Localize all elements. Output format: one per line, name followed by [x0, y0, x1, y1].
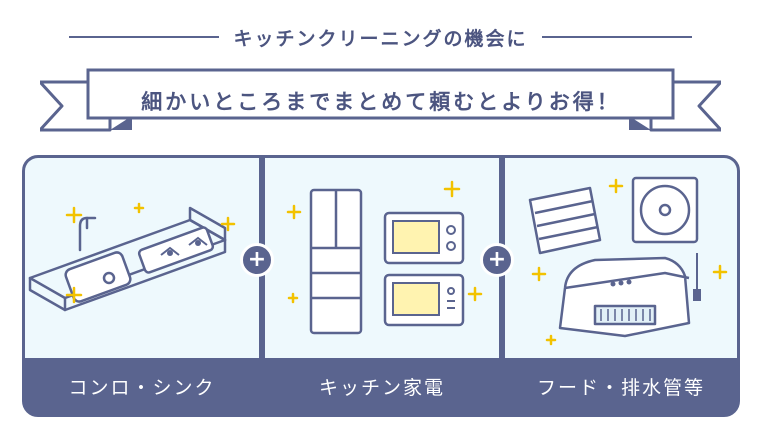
ribbon-banner: 細かいところまでまとめて頼むとよりお得！	[38, 68, 723, 138]
panel-appliances: キッチン家電	[265, 158, 499, 399]
header-title: キッチンクリーニングの機会に	[233, 27, 528, 50]
plus-icon-1: +	[240, 243, 274, 277]
ribbon-text: 細かいところまでまとめて頼むとよりお得！	[141, 90, 621, 114]
range-hood-icon	[528, 176, 728, 346]
header-right-line	[541, 36, 692, 38]
panel-label-range-hood: フード・排水管等	[536, 377, 705, 399]
panel-label-stove-sink: コンロ・シンク	[68, 377, 216, 399]
panel-stove-sink: コンロ・シンク	[25, 158, 259, 399]
appliances-icon	[286, 180, 483, 335]
kitchen-counter-icon	[28, 202, 236, 312]
plus-symbol: +	[487, 247, 507, 272]
header-left-line	[69, 36, 220, 38]
section-header: キッチンクリーニングの機会に	[0, 22, 761, 52]
plus-symbol: +	[247, 247, 267, 272]
panel-label-appliances: キッチン家電	[318, 377, 445, 399]
plus-icon-2: +	[480, 243, 514, 277]
panel-range-hood: フード・排水管等	[505, 158, 737, 399]
ribbon-shape	[38, 68, 723, 132]
service-panels: コンロ・シンク	[22, 155, 740, 417]
